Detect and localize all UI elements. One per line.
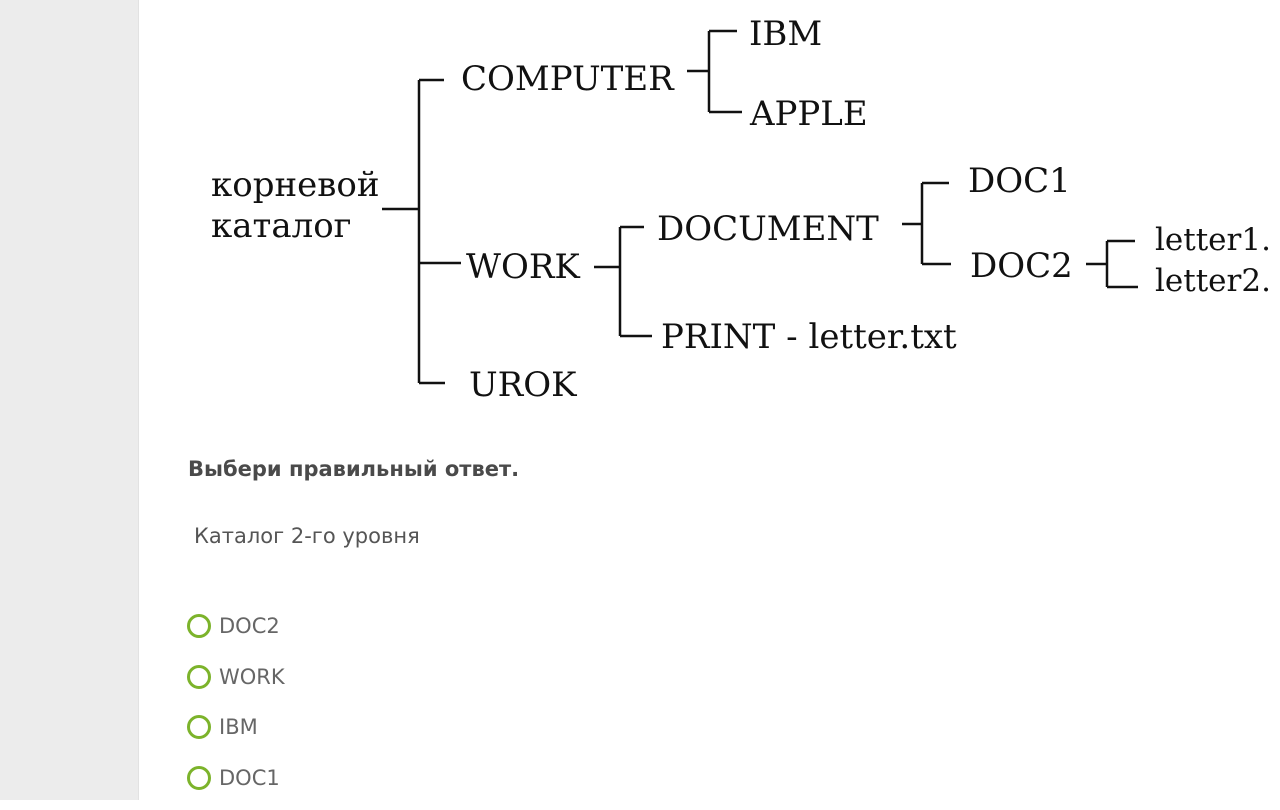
- tree-line-computer: [687, 29, 742, 114]
- tree-node-doc2: DOC2: [970, 246, 1073, 286]
- tree-file-letter1: letter1.: [1155, 222, 1271, 258]
- tree-root-line1: корневой: [211, 165, 380, 205]
- tree-file-letter2: letter2.: [1155, 263, 1271, 299]
- answer-option[interactable]: DOC1: [187, 760, 285, 796]
- radio-button[interactable]: [187, 614, 211, 638]
- answer-options: DOC2 WORK IBM DOC1: [187, 608, 285, 810]
- answer-option[interactable]: WORK: [187, 659, 285, 695]
- tree-node-ibm: IBM: [749, 14, 822, 54]
- tree-node-computer: COMPUTER: [461, 59, 675, 99]
- tree-node-work: WORK: [466, 247, 580, 287]
- radio-button[interactable]: [187, 664, 211, 689]
- tree-line-work: [594, 225, 652, 338]
- directory-tree-diagram: корневой каталог COMPUTER IBM APPLE WORK…: [139, 0, 1280, 420]
- tree-node-urok: UROK: [469, 365, 577, 405]
- answer-option[interactable]: DOC2: [187, 608, 285, 644]
- answer-option-label[interactable]: DOC2: [219, 614, 280, 638]
- tree-node-document: DOCUMENT: [657, 209, 879, 249]
- directory-tree-svg: корневой каталог COMPUTER IBM APPLE WORK…: [211, 14, 1271, 405]
- tree-line-root: [382, 78, 461, 385]
- answer-option[interactable]: IBM: [187, 709, 285, 745]
- tree-node-print: PRINT - letter.txt: [661, 317, 957, 357]
- tree-line-doc2: [1086, 239, 1138, 289]
- question-text: Каталог 2-го уровня: [194, 524, 420, 548]
- question-instruction: Выбери правильный ответ.: [188, 457, 520, 481]
- answer-option-label[interactable]: IBM: [219, 715, 258, 739]
- question-content: корневой каталог COMPUTER IBM APPLE WORK…: [139, 0, 1280, 800]
- left-gutter: [0, 0, 139, 800]
- answer-option-label[interactable]: DOC1: [219, 765, 280, 790]
- answer-option-label[interactable]: WORK: [219, 664, 285, 689]
- radio-button[interactable]: [187, 715, 211, 739]
- radio-button[interactable]: [187, 765, 211, 790]
- tree-node-apple: APPLE: [749, 94, 868, 134]
- tree-line-document: [902, 181, 951, 266]
- tree-root-line2: каталог: [211, 206, 351, 246]
- tree-node-doc1: DOC1: [968, 161, 1071, 201]
